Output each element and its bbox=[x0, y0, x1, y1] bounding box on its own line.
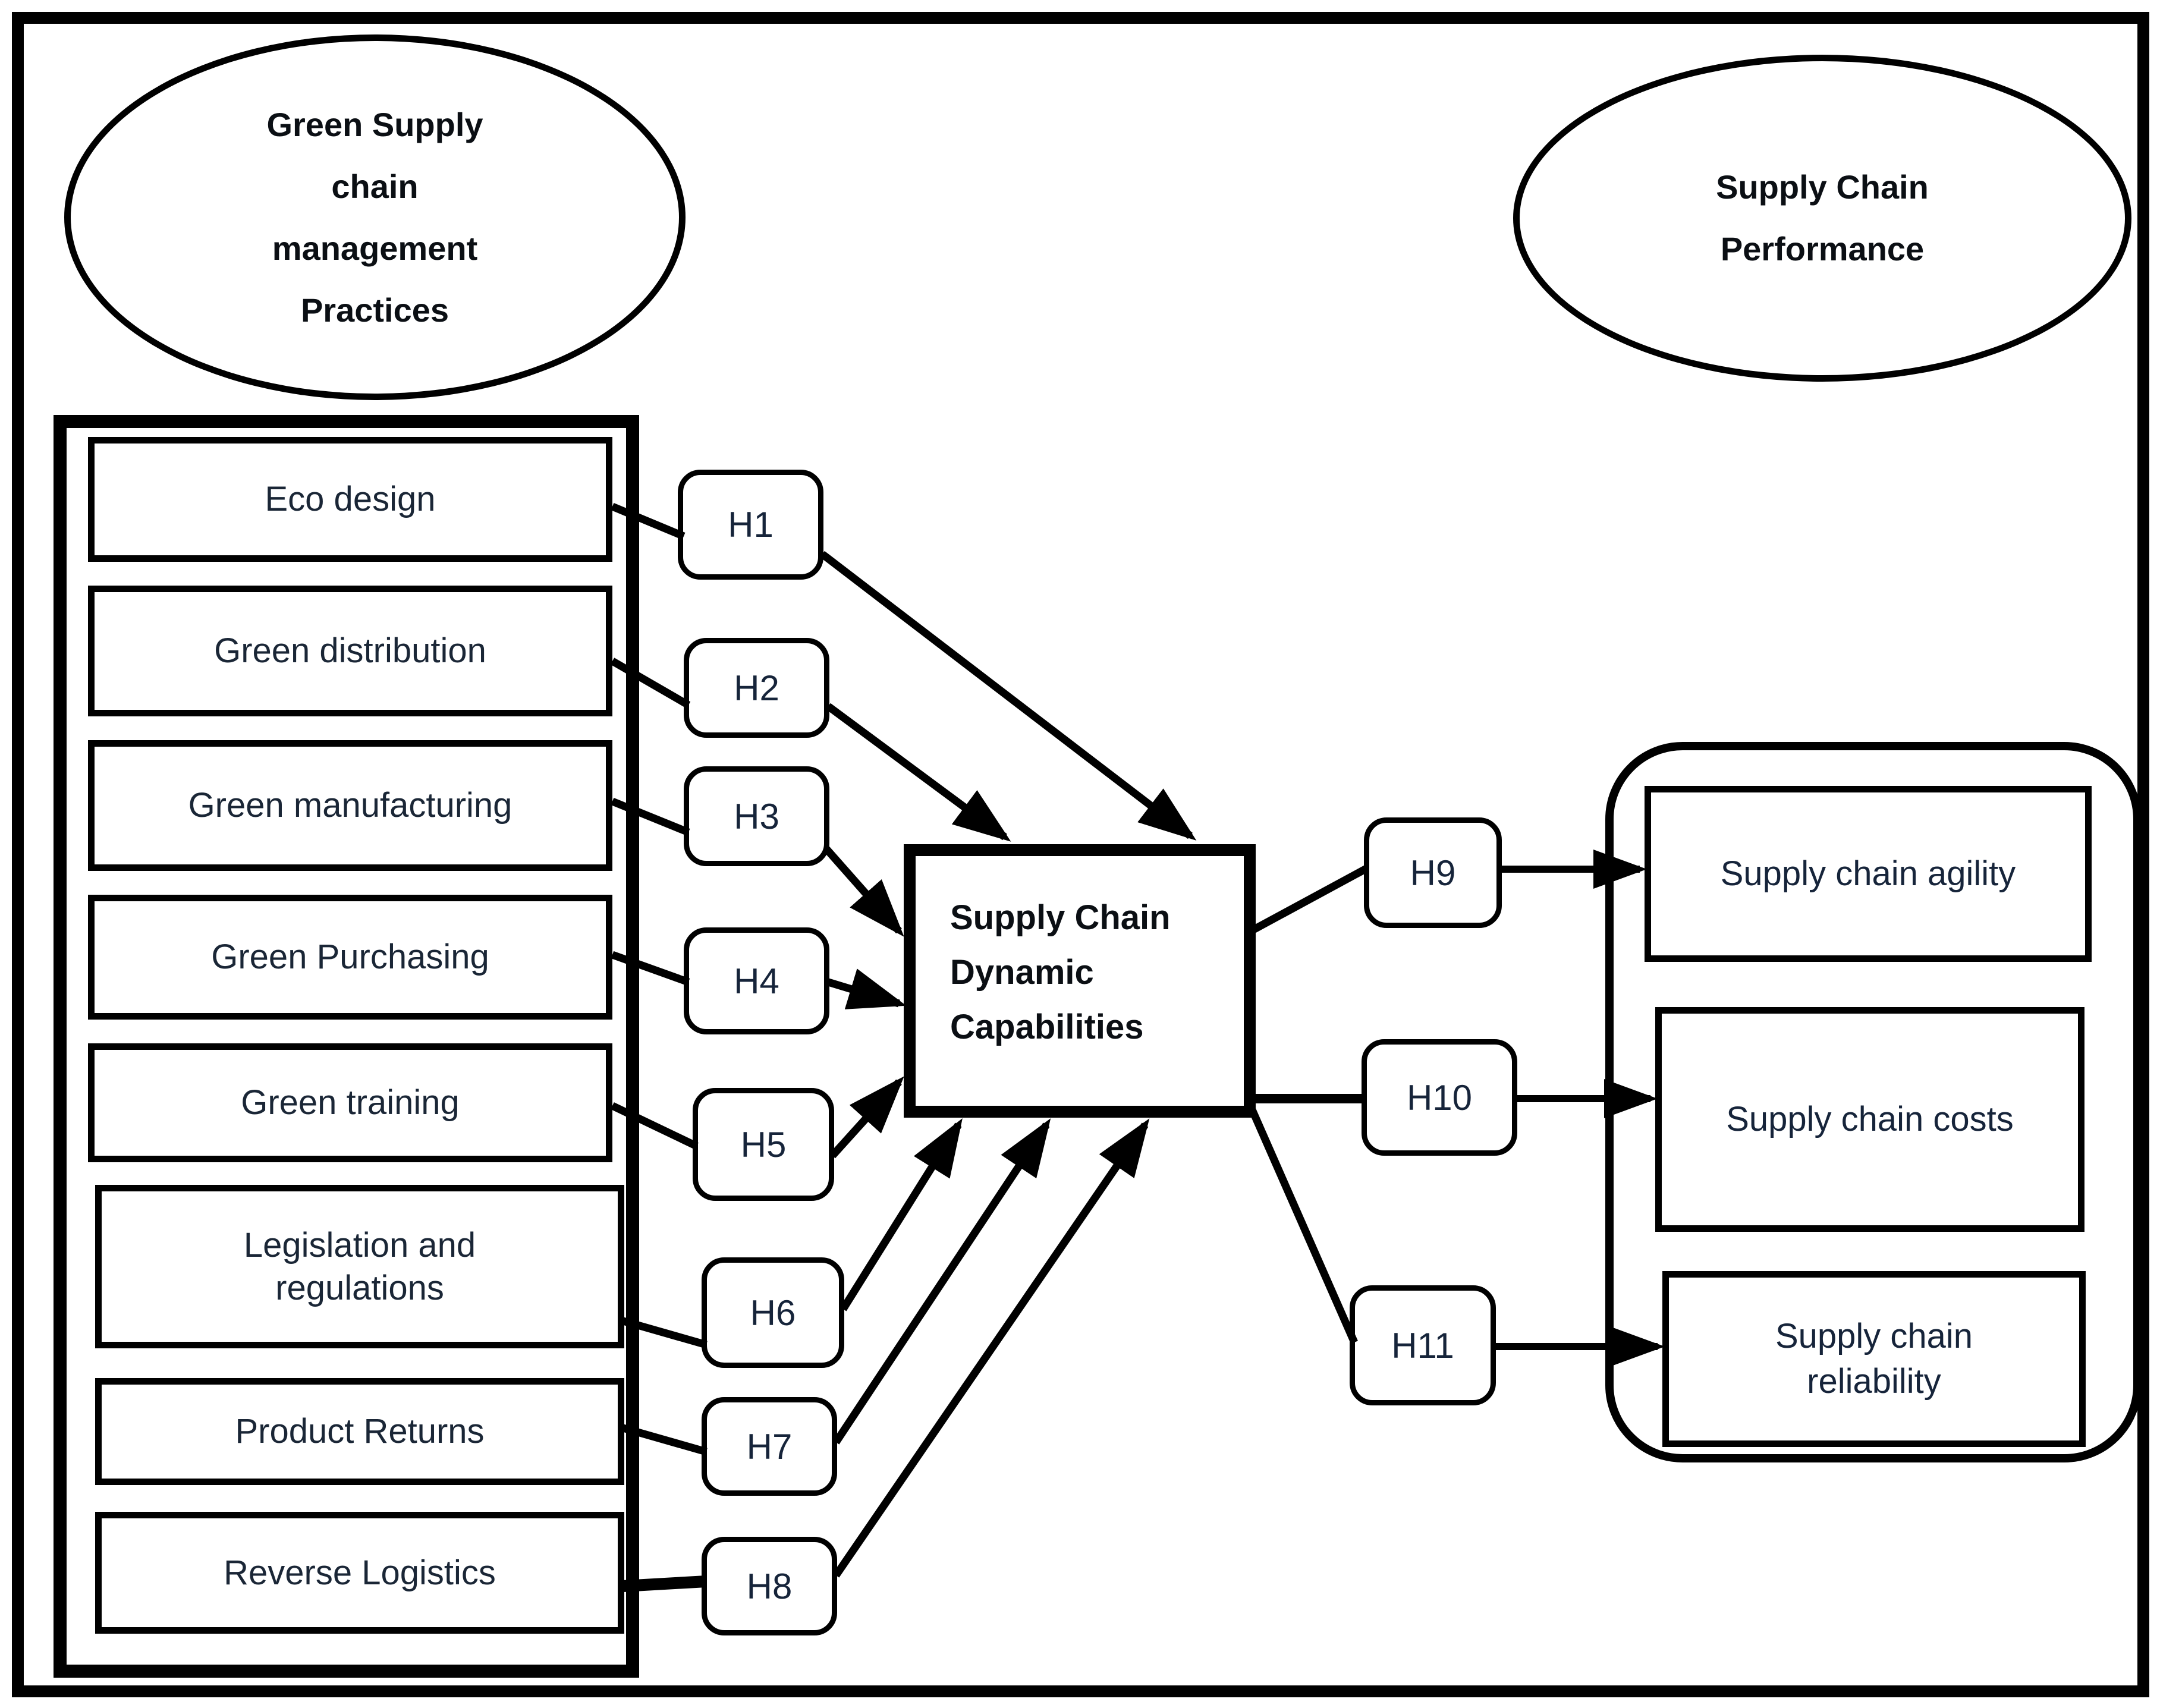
hypothesis-box-h10: H10 bbox=[1362, 1039, 1517, 1156]
practice-box-eco-design: Eco design bbox=[88, 437, 612, 562]
practice-box-reverse-logistics: Reverse Logistics bbox=[95, 1512, 624, 1634]
practice-label: Reverse Logistics bbox=[224, 1553, 496, 1592]
practice-label: Eco design bbox=[265, 480, 436, 518]
hypothesis-label: H10 bbox=[1406, 1077, 1473, 1118]
hypothesis-label: H9 bbox=[1410, 853, 1456, 893]
hypothesis-label: H3 bbox=[734, 796, 779, 836]
practice-label: Green Purchasing bbox=[211, 938, 489, 976]
central-line: Dynamic bbox=[950, 953, 1094, 992]
outer-border bbox=[12, 12, 2149, 1697]
practice-label: Product Returns bbox=[235, 1412, 485, 1451]
ellipse-green-supply-chain-management-practices: Green Supply chain management Practices bbox=[64, 34, 686, 400]
hypothesis-label: H1 bbox=[728, 505, 774, 545]
practice-box-green-training: Green training bbox=[88, 1043, 612, 1162]
ellipse-gscm-line: Practices bbox=[300, 291, 449, 329]
central-line: Capabilities bbox=[950, 1008, 1144, 1046]
ellipse-supply-chain-performance: Supply Chain Performance bbox=[1513, 55, 2131, 382]
hypothesis-box-h2: H2 bbox=[684, 638, 829, 738]
practice-box-green-distribution: Green distribution bbox=[88, 586, 612, 716]
outcome-box-supply-chain-agility: Supply chain agility bbox=[1645, 786, 2092, 962]
hypothesis-box-h1: H1 bbox=[678, 470, 823, 580]
central-box-supply-chain-dynamic-capabilities: Supply Chain Dynamic Capabilities bbox=[904, 844, 1256, 1118]
hypothesis-box-h9: H9 bbox=[1364, 817, 1502, 928]
hypothesis-box-h8: H8 bbox=[702, 1537, 837, 1635]
practice-box-green-manufacturing: Green manufacturing bbox=[88, 740, 612, 871]
outcome-label: Supply chain agility bbox=[1720, 854, 2016, 893]
hypothesis-label: H4 bbox=[734, 961, 779, 1001]
hypothesis-box-h3: H3 bbox=[684, 766, 829, 866]
practice-label: Green manufacturing bbox=[188, 786, 513, 825]
outcome-label: Supply chain costs bbox=[1726, 1100, 2014, 1138]
hypothesis-label: H2 bbox=[734, 668, 779, 708]
outcome-box-supply-chain-reliability: Supply chain reliability bbox=[1662, 1271, 2086, 1447]
hypothesis-label: H6 bbox=[750, 1292, 796, 1333]
hypothesis-label: H5 bbox=[740, 1124, 787, 1165]
hypothesis-box-h5: H5 bbox=[693, 1088, 834, 1201]
hypothesis-box-h6: H6 bbox=[702, 1257, 844, 1368]
hypothesis-box-h11: H11 bbox=[1350, 1285, 1496, 1405]
ellipse-gscm-line: chain bbox=[331, 167, 419, 205]
hypothesis-box-h4: H4 bbox=[684, 927, 829, 1034]
practice-label: Green distribution bbox=[214, 631, 486, 670]
ellipse-gscm-line: management bbox=[272, 229, 478, 267]
practice-label: Green training bbox=[241, 1083, 460, 1122]
hypothesis-label: H8 bbox=[746, 1566, 793, 1606]
practice-label: Legislation and regulations bbox=[243, 1225, 476, 1307]
ellipse-scp-line: Performance bbox=[1720, 230, 1925, 268]
hypothesis-label: H7 bbox=[746, 1426, 793, 1467]
ellipse-scp-line: Supply Chain bbox=[1716, 168, 1929, 206]
ellipse-gscm-line: Green Supply bbox=[266, 105, 483, 143]
outcome-box-supply-chain-costs: Supply chain costs bbox=[1655, 1007, 2084, 1232]
practice-box-legislation-and-regulations: Legislation and regulations bbox=[95, 1185, 624, 1348]
hypothesis-label: H11 bbox=[1391, 1325, 1454, 1366]
hypothesis-box-h7: H7 bbox=[702, 1397, 837, 1496]
central-line: Supply Chain bbox=[950, 898, 1171, 937]
practice-box-green-purchasing: Green Purchasing bbox=[88, 895, 612, 1020]
practice-box-product-returns: Product Returns bbox=[95, 1378, 624, 1485]
outcome-label: Supply chain reliability bbox=[1775, 1317, 1973, 1401]
